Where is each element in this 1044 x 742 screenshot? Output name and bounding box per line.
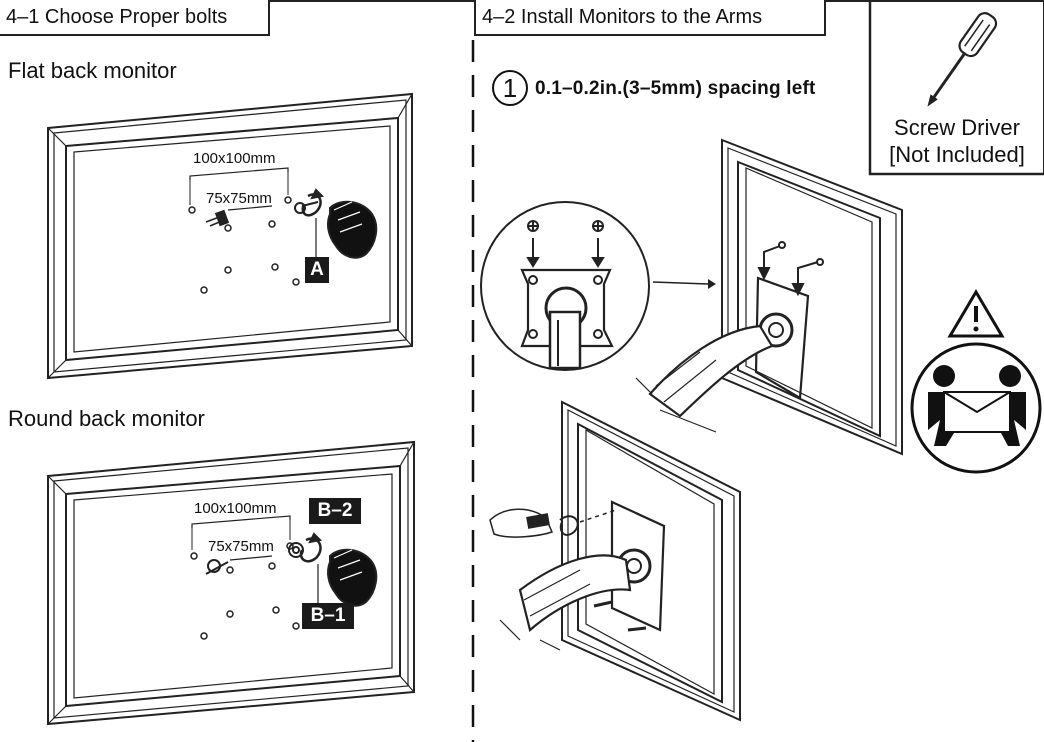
tool-note: [Not Included]	[889, 142, 1025, 167]
flat-dim-100: 100x100mm	[193, 150, 276, 167]
step-number: 1	[502, 73, 518, 103]
monitor-install-bottom	[489, 400, 741, 722]
round-back-monitor	[47, 440, 415, 726]
step-instruction: 0.1–0.2in.(3–5mm) spacing left	[535, 78, 816, 99]
flat-back-monitor	[47, 92, 413, 380]
two-person-lift-warning	[910, 289, 1042, 474]
flat-dim-75: 75x75mm	[206, 190, 272, 207]
round-dim-100: 100x100mm	[194, 500, 277, 517]
tool-name: Screw Driver	[894, 115, 1020, 140]
monitor-install-top	[635, 138, 903, 456]
section-header-install-monitors: 4–2 Install Monitors to the Arms	[474, 0, 826, 36]
step-number-circle	[492, 70, 528, 106]
screwdriver-box	[868, 0, 1044, 176]
tool-label: Screw Driver [Not Included]	[872, 114, 1042, 168]
round-back-title: Round back monitor	[8, 406, 205, 431]
flat-back-title: Flat back monitor	[8, 58, 177, 83]
section-header-choose-bolts: 4–1 Choose Proper bolts	[0, 0, 270, 36]
bolt-tag-b2: B–2	[309, 498, 361, 524]
bolt-tag-a: A	[305, 257, 329, 283]
bolt-tag-b1: B–1	[302, 603, 354, 629]
magnified-detail	[480, 201, 650, 371]
screwdriver-icon	[927, 12, 998, 107]
round-dim-75: 75x75mm	[208, 538, 274, 555]
